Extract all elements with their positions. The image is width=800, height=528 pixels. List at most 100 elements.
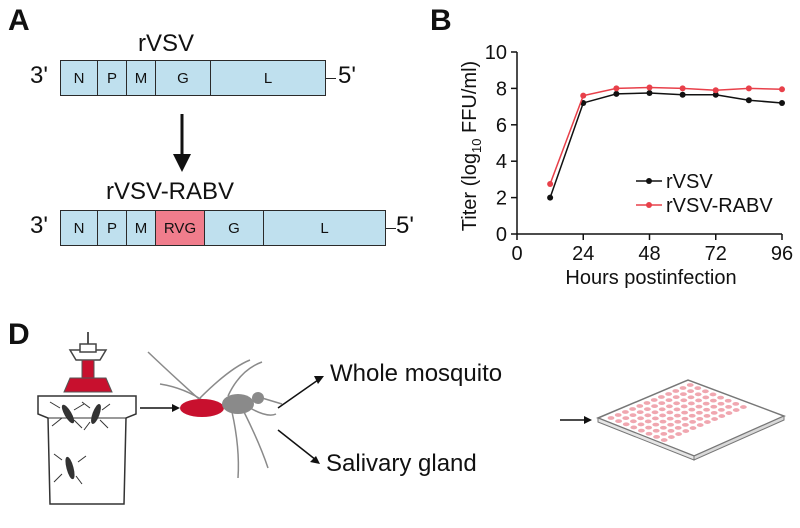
plate-well xyxy=(637,416,644,421)
plate-well xyxy=(704,420,711,424)
plate-well xyxy=(695,404,703,409)
plate-well xyxy=(636,404,644,408)
plate-well xyxy=(665,398,673,403)
construct-title-rvsv: rVSV xyxy=(138,30,195,57)
plate-well xyxy=(674,426,682,430)
x-tick-label: 0 xyxy=(511,243,522,265)
plate-well xyxy=(673,401,680,406)
plate-well xyxy=(710,404,718,409)
end-3prime-label-2: 3' xyxy=(30,212,48,239)
plate-well xyxy=(672,389,680,393)
data-point xyxy=(646,84,653,91)
legend-label: rVSV-RABV xyxy=(666,195,773,217)
genome-rvsv-rabv: N P M RVG G L xyxy=(60,210,386,246)
plate-well xyxy=(688,401,695,406)
plate-well xyxy=(686,383,694,387)
plate-well xyxy=(629,407,636,411)
data-point xyxy=(745,97,752,104)
plate-well xyxy=(644,413,652,418)
y-tick-label: 4 xyxy=(496,151,507,173)
y-tick-label: 8 xyxy=(496,78,507,100)
plate-well xyxy=(687,389,694,394)
plate-well xyxy=(614,413,622,417)
plate-well xyxy=(689,426,697,430)
plate-well xyxy=(666,410,674,415)
plate-well xyxy=(680,398,688,403)
gene-g: G xyxy=(204,210,264,246)
plate-well xyxy=(673,407,681,412)
panel-d-illustration xyxy=(37,332,786,505)
plate-well xyxy=(682,429,690,433)
plate-well xyxy=(680,392,687,397)
plate-well xyxy=(732,402,740,406)
plate-well xyxy=(732,408,740,412)
arrow-icon xyxy=(140,404,180,412)
plate-well xyxy=(724,398,732,403)
panel-letter-a: A xyxy=(8,4,30,37)
y-axis-label: Titer (log10 FFU/ml) xyxy=(459,61,484,231)
data-point xyxy=(613,85,620,92)
plate-well xyxy=(660,425,667,430)
legend-label: rVSV xyxy=(666,171,713,193)
data-point xyxy=(547,180,554,187)
plate-well xyxy=(680,404,688,409)
plate-well xyxy=(630,425,638,430)
genome-tail-line xyxy=(326,78,336,79)
plate-well xyxy=(666,416,674,421)
plate-well xyxy=(650,398,658,402)
plate-well xyxy=(688,413,696,418)
plate-well xyxy=(718,408,725,412)
plate-well xyxy=(682,423,689,427)
genome-tail-line-2 xyxy=(386,228,396,229)
plate-well xyxy=(702,395,710,400)
plate-well xyxy=(652,422,660,427)
plate-well xyxy=(658,395,665,399)
plate-well xyxy=(651,404,658,409)
mosquito-icon xyxy=(147,351,283,479)
data-point xyxy=(712,91,719,98)
gene-l: L xyxy=(210,60,326,96)
mosquito-cage-icon xyxy=(37,395,137,505)
plate-well xyxy=(668,435,675,439)
plate-well xyxy=(688,407,696,412)
legend-marker xyxy=(646,202,652,208)
plate-well xyxy=(702,401,710,406)
plate-well xyxy=(696,417,704,421)
end-5prime-label-2: 5' xyxy=(396,212,414,239)
plate-well xyxy=(659,419,667,424)
plate-well xyxy=(652,416,659,421)
gene-l: L xyxy=(263,210,386,246)
plate-well xyxy=(658,407,666,412)
down-arrow-icon xyxy=(173,114,191,172)
plate-well xyxy=(725,411,733,415)
panel-letter-d: D xyxy=(8,318,30,351)
plate-well xyxy=(660,432,668,436)
gene-rvg: RVG xyxy=(155,210,205,246)
plate-well xyxy=(675,432,682,436)
x-tick-label: 96 xyxy=(771,243,793,265)
end-5prime-label: 5' xyxy=(338,62,356,89)
plate-well xyxy=(645,431,653,436)
y-tick-label: 0 xyxy=(496,224,507,246)
label-salivary-gland: Salivary gland xyxy=(326,450,477,477)
membrane-feeder-icon xyxy=(63,332,113,393)
plate-well xyxy=(622,422,630,427)
data-point xyxy=(779,99,785,106)
plate-well xyxy=(710,398,717,403)
plate-well xyxy=(696,410,703,415)
arrow-whole-icon xyxy=(277,376,324,409)
plate-well xyxy=(694,392,702,397)
series-line-rvsv xyxy=(549,92,783,198)
plate-well xyxy=(695,398,702,403)
plate-well xyxy=(637,422,645,427)
plate-well xyxy=(710,411,718,415)
x-tick-label: 72 xyxy=(705,243,727,265)
series-line-rvsv-rabv xyxy=(549,86,783,185)
x-tick-label: 24 xyxy=(572,243,594,265)
plate-well xyxy=(652,428,660,433)
end-3prime-label: 3' xyxy=(30,62,48,89)
plate-well xyxy=(630,419,637,424)
data-point xyxy=(580,92,587,99)
